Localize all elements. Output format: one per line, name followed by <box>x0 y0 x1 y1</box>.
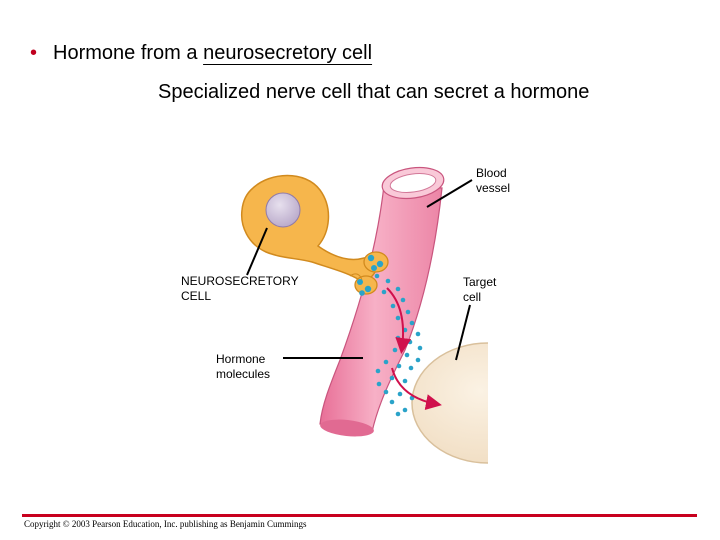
copyright-text: Copyright © 2003 Pearson Education, Inc.… <box>24 519 307 529</box>
label-neurosecretory-cell: NEUROSECRETORY CELL <box>181 274 299 303</box>
blood-vessel <box>319 166 445 437</box>
label-blood-vessel: Blood vessel <box>476 166 511 195</box>
bullet-term: neurosecretory cell <box>203 42 373 64</box>
bullet-point: • Hormone from a neurosecretory cell <box>30 42 372 65</box>
label-target-cell: Target cell <box>463 275 497 304</box>
flow-arrow-1 <box>386 287 412 354</box>
label-hormone-molecules: Hormone molecules <box>216 352 271 381</box>
leader-target-cell <box>455 304 471 361</box>
target-cell <box>411 335 588 475</box>
leader-blood-vessel <box>426 179 473 208</box>
neurosecretory-cell <box>240 174 389 296</box>
bullet-glyph: • <box>30 42 38 64</box>
bullet-text: Hormone from a <box>53 42 198 64</box>
definition-text: Specialized nerve cell that can secret a… <box>158 81 590 103</box>
footer-rule <box>22 514 697 517</box>
leader-neurosecretory <box>246 227 268 276</box>
flow-arrow-2 <box>391 367 442 410</box>
